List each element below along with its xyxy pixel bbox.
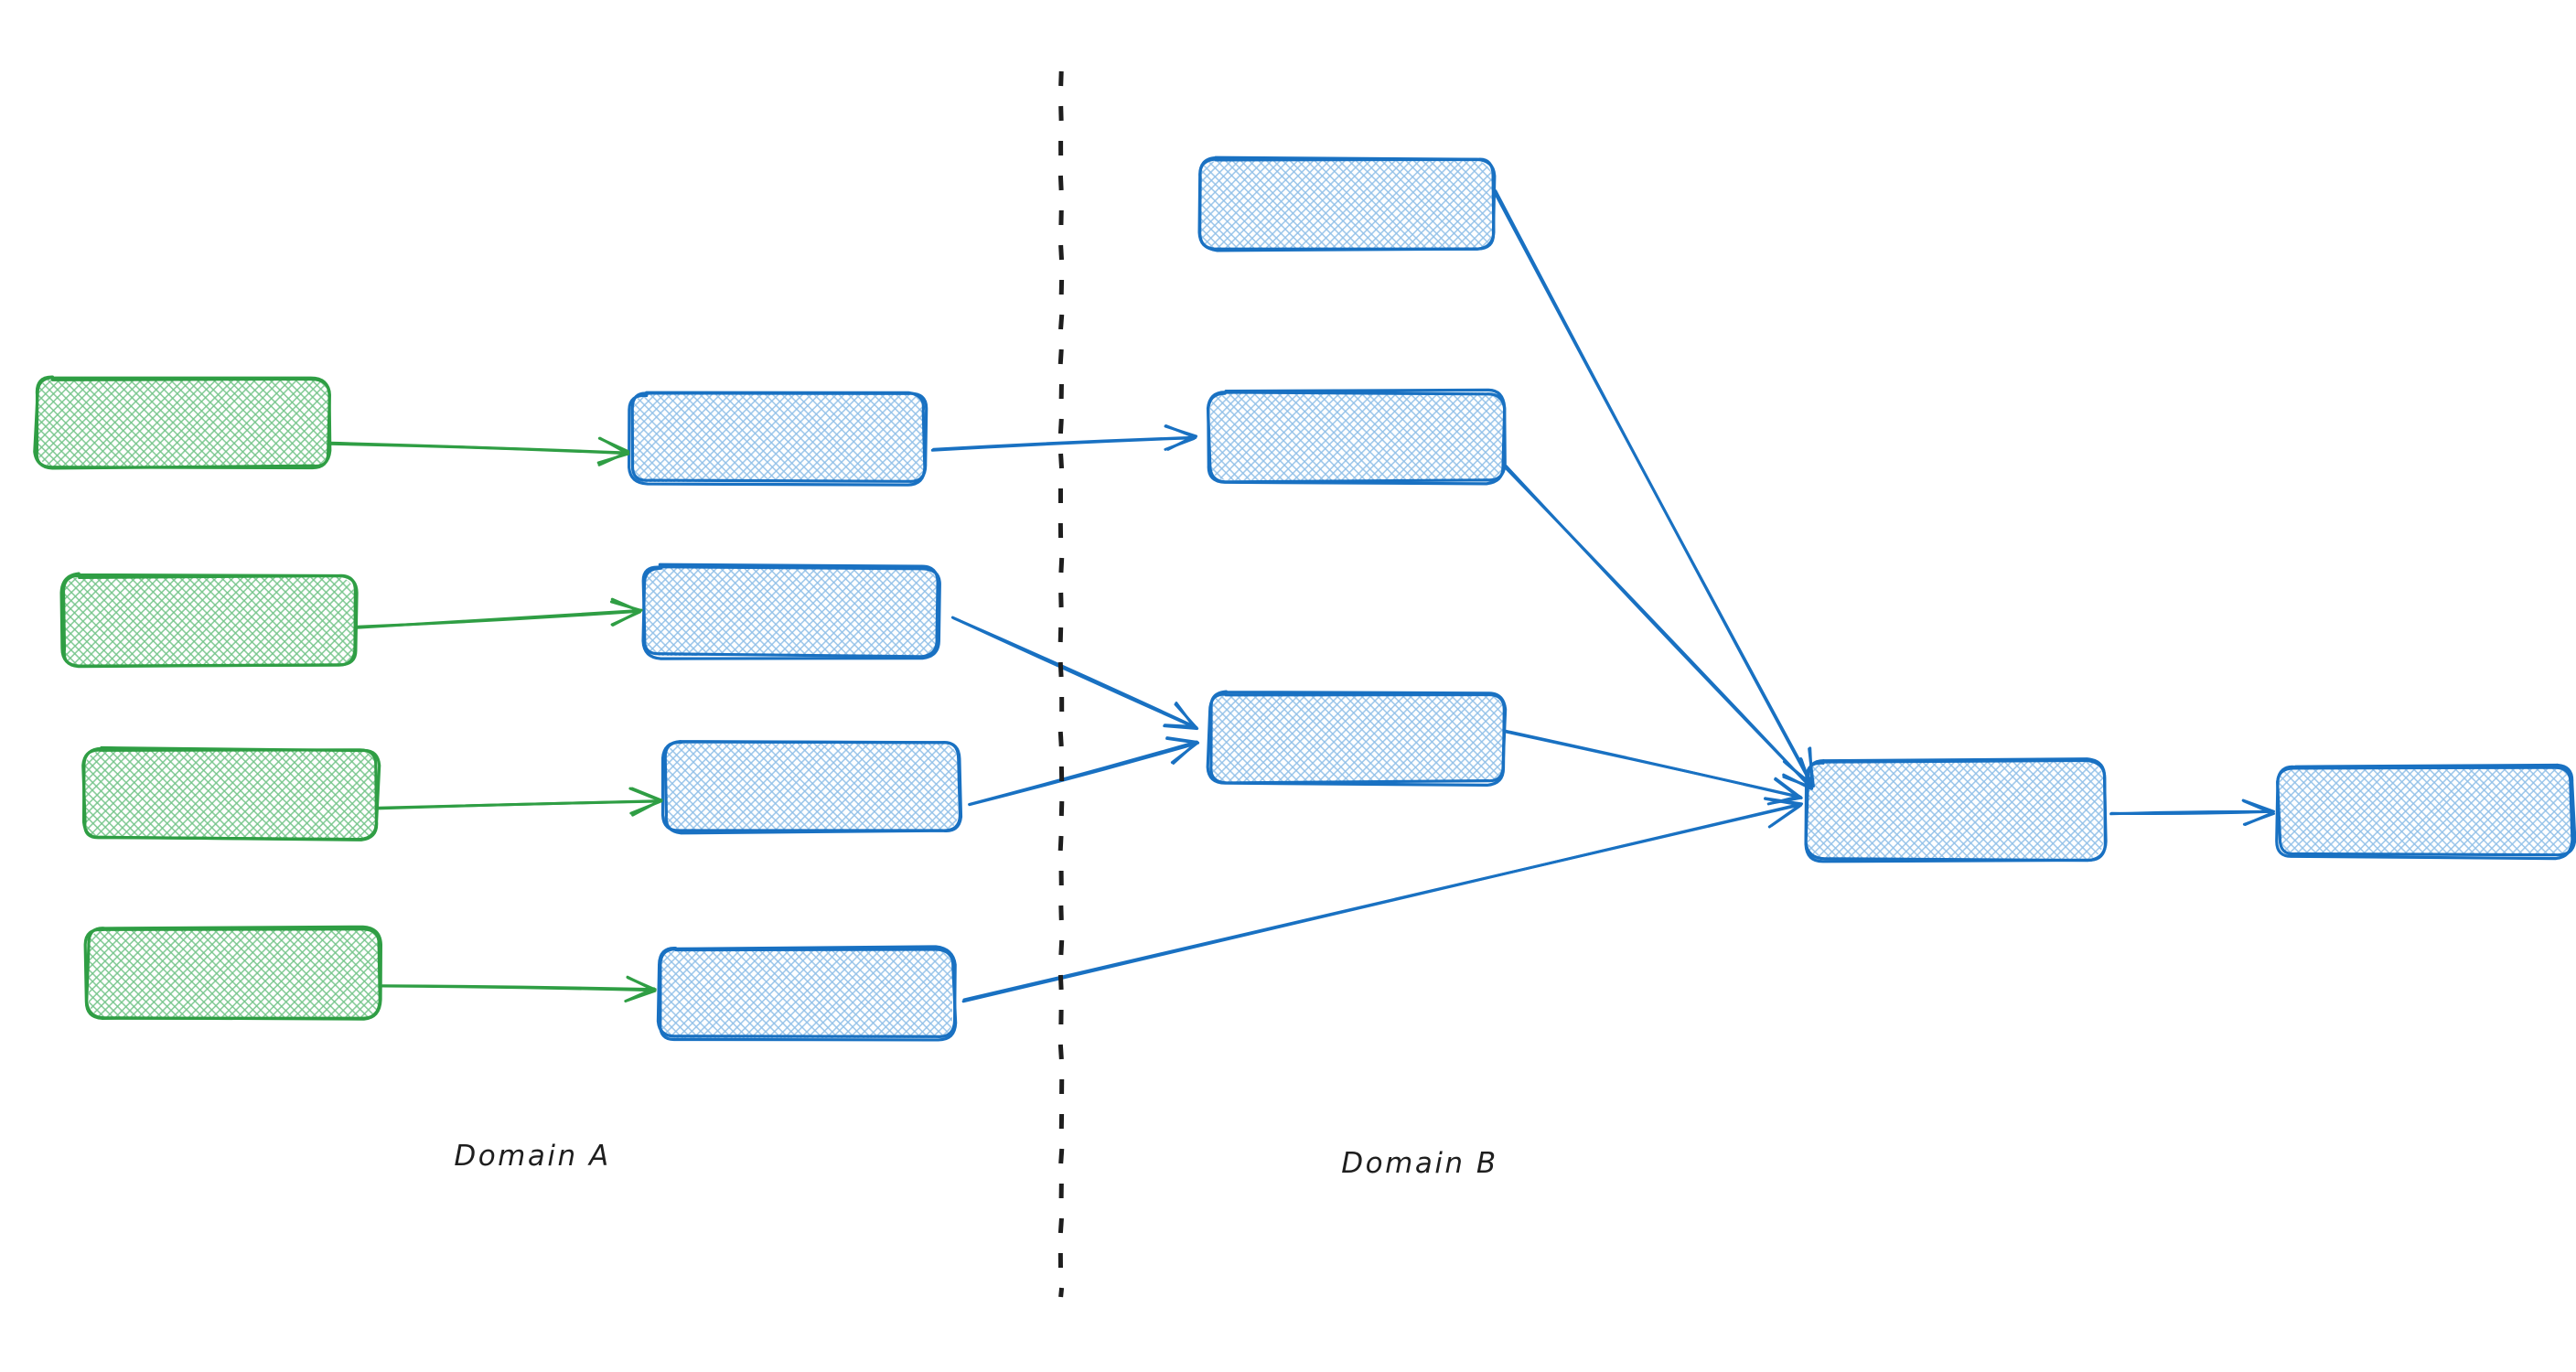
node-a2[interactable]	[0, 566, 582, 676]
node-a3[interactable]	[0, 740, 604, 850]
node-b3[interactable]	[1110, 683, 1737, 793]
edge-e-m1-b2	[930, 424, 1198, 452]
edge-e-a4-m4	[381, 975, 657, 1002]
node-a4[interactable]	[0, 918, 608, 1028]
node-m4[interactable]	[560, 939, 1186, 1049]
node-b1[interactable]	[1100, 150, 1727, 260]
edge-e-m3-b3	[968, 736, 1200, 807]
edge-e-c1-c2	[2109, 799, 2276, 826]
node-a1[interactable]	[0, 368, 556, 477]
node-m1[interactable]	[531, 383, 1159, 493]
edge-e-a2-m2	[355, 597, 643, 629]
edge-e-b3-c1	[1504, 729, 1803, 806]
edge-e-a1-m1	[327, 436, 630, 466]
node-c2[interactable]	[2179, 756, 2576, 866]
edge-e-b2-c1	[1503, 464, 1814, 790]
edge-e-m2-b3	[950, 616, 1199, 731]
edge-e-m4-c1	[961, 797, 1804, 1003]
domain-a-label: Domain A	[454, 1140, 611, 1173]
node-b2[interactable]	[1110, 381, 1737, 491]
edge-e-b1-c1	[1493, 189, 1815, 788]
node-c1[interactable]	[1698, 751, 2351, 870]
edge-e-a3-m3	[376, 787, 663, 817]
node-m2[interactable]	[545, 557, 1172, 667]
domain-divider	[1057, 70, 1065, 1298]
domain-b-label: Domain B	[1341, 1147, 1498, 1180]
node-m3[interactable]	[565, 733, 1192, 842]
